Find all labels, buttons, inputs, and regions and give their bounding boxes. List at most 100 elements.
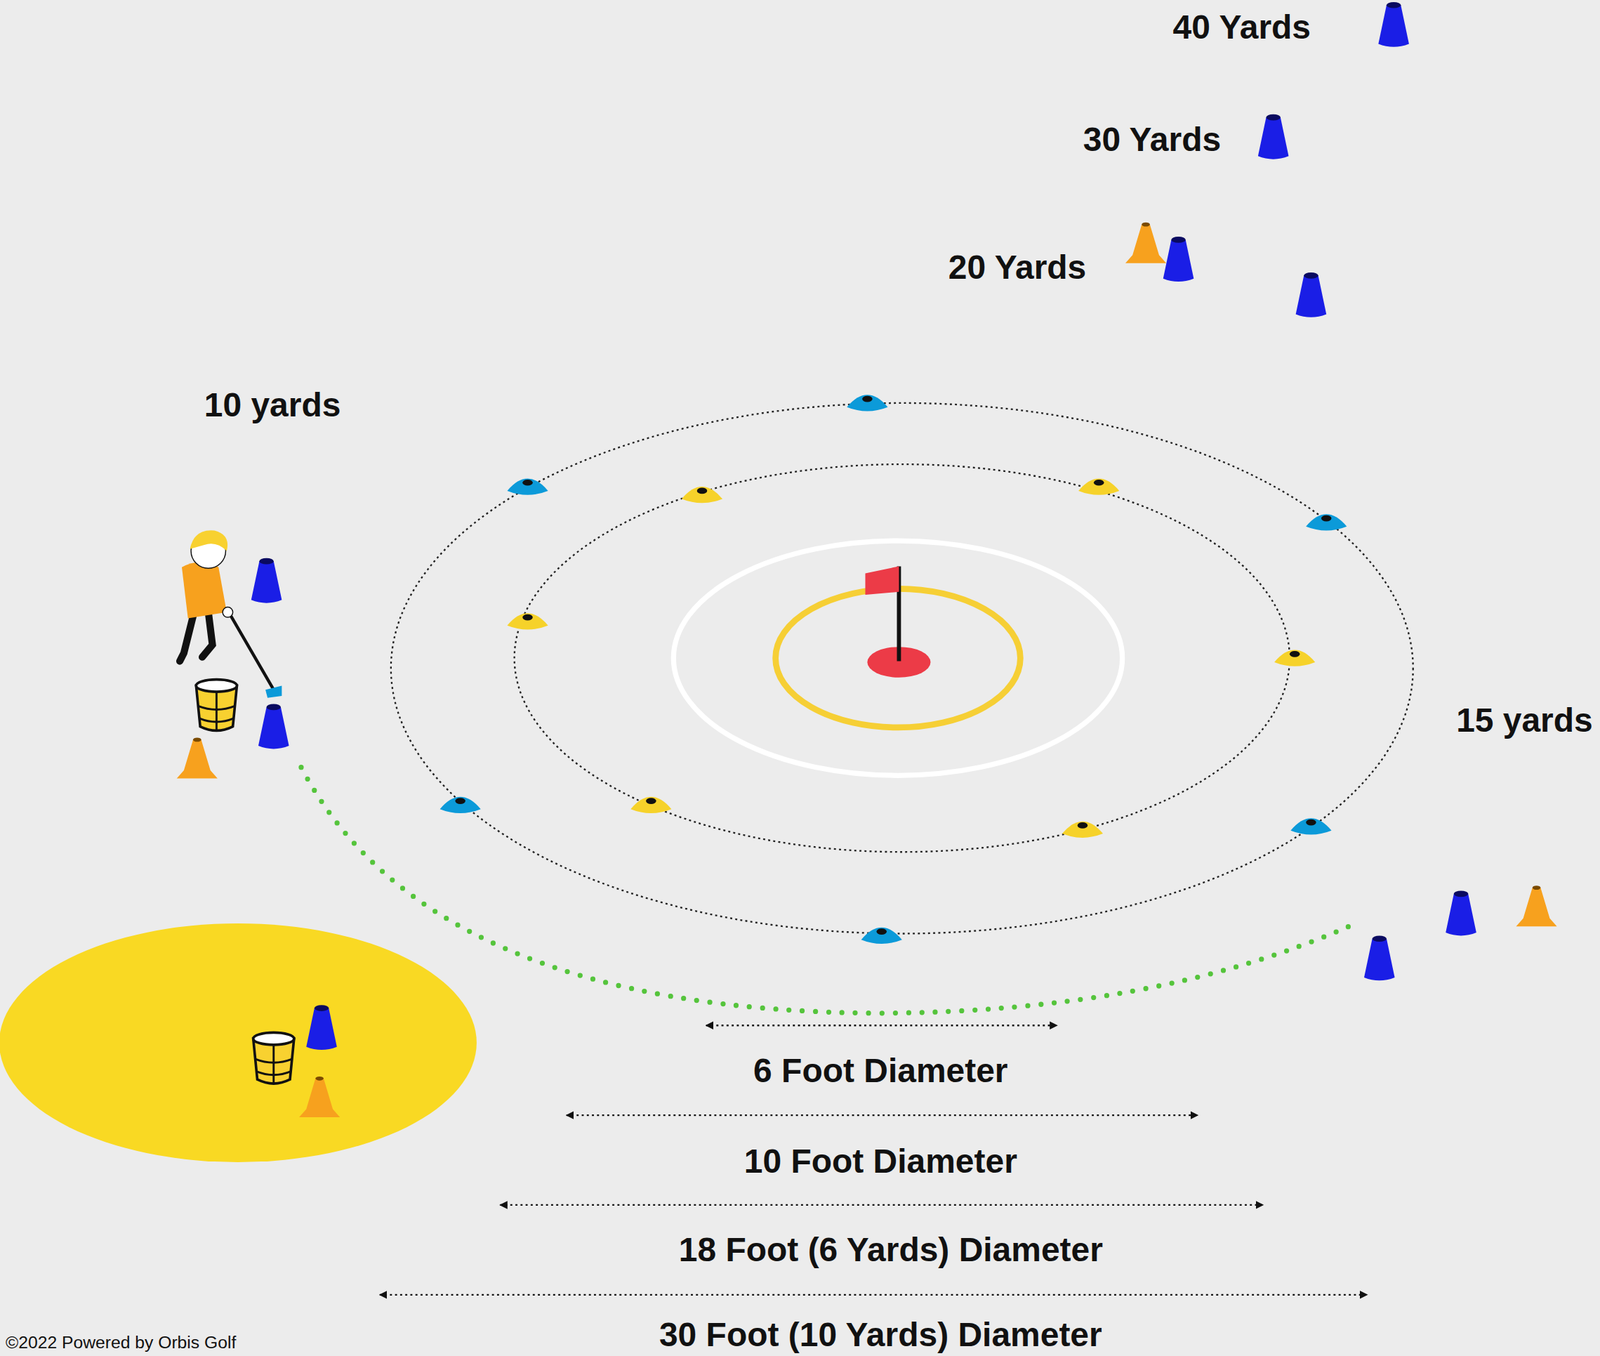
dimension-line bbox=[566, 1114, 1198, 1116]
shape-part bbox=[199, 718, 234, 722]
shape-part bbox=[1258, 117, 1289, 160]
tall-cone bbox=[1364, 935, 1395, 981]
baskets bbox=[195, 679, 294, 1084]
tall-cone bbox=[258, 704, 290, 750]
disc-marker bbox=[1062, 821, 1103, 838]
distance-label: 15 yards bbox=[1456, 702, 1593, 740]
shape-part bbox=[506, 612, 548, 630]
shape-part bbox=[1386, 2, 1401, 9]
shape-part bbox=[522, 614, 533, 621]
shape-part bbox=[193, 737, 202, 742]
shape-part bbox=[1303, 272, 1318, 279]
practice-zone bbox=[0, 923, 477, 1162]
orange-cone bbox=[1515, 885, 1557, 927]
ring-18ft bbox=[514, 464, 1290, 852]
disc-marker bbox=[630, 796, 672, 813]
disc-marker bbox=[681, 486, 723, 503]
shape-part bbox=[862, 395, 873, 403]
dimension-label: 6 Foot Diameter bbox=[753, 1051, 1008, 1089]
shape-part bbox=[1453, 890, 1469, 897]
shape-part bbox=[1364, 938, 1395, 981]
shape-part bbox=[315, 1076, 324, 1081]
tall-cone bbox=[1163, 236, 1195, 282]
shape-part bbox=[1078, 478, 1120, 495]
footer-credit: ©2022 Powered by Orbis Golf bbox=[5, 1332, 236, 1352]
dimension-line bbox=[379, 1293, 1367, 1296]
shape-part bbox=[506, 478, 548, 495]
shape-part bbox=[197, 705, 235, 710]
shape-part bbox=[258, 706, 290, 750]
distance-label: 30 Yards bbox=[1083, 121, 1221, 159]
shape-part bbox=[440, 796, 481, 813]
shape-part bbox=[251, 560, 283, 604]
shape-part bbox=[272, 1044, 275, 1084]
ball-basket bbox=[195, 679, 237, 731]
shape-part bbox=[1141, 222, 1150, 227]
disc-marker bbox=[440, 796, 481, 813]
disc-marker bbox=[1274, 650, 1315, 667]
ball-path bbox=[301, 767, 1349, 1014]
tall-cone bbox=[1258, 114, 1289, 160]
shape-part bbox=[195, 679, 237, 692]
shape-part bbox=[1077, 822, 1089, 829]
shape-part bbox=[1378, 4, 1410, 48]
ring-30ft bbox=[391, 402, 1414, 934]
dimension-label: 18 Foot (6 Yards) Diameter bbox=[678, 1231, 1103, 1269]
disc-marker bbox=[846, 394, 888, 411]
tall-cone bbox=[251, 558, 283, 604]
disc-marker bbox=[506, 612, 548, 630]
shape-part bbox=[522, 479, 533, 486]
disc-marker bbox=[1305, 513, 1347, 531]
distance-label: 20 Yards bbox=[948, 248, 1087, 286]
shape-part bbox=[215, 691, 218, 731]
ring-10ft bbox=[673, 540, 1122, 776]
tall-cone bbox=[1378, 2, 1410, 48]
orange-cone bbox=[176, 737, 218, 778]
distance-label: 10 yards bbox=[204, 386, 342, 425]
shape-part bbox=[255, 1058, 293, 1063]
shape-part bbox=[1093, 479, 1105, 486]
shape-part bbox=[1305, 513, 1347, 531]
shape-part bbox=[846, 394, 888, 411]
orange-cone bbox=[299, 1076, 340, 1117]
shape-part bbox=[697, 487, 708, 495]
tall-cone bbox=[1296, 272, 1327, 318]
shape-part bbox=[176, 739, 218, 778]
shape-part bbox=[454, 797, 466, 804]
shape-part bbox=[1290, 817, 1332, 835]
shape-part bbox=[1372, 935, 1387, 942]
shape-part bbox=[1515, 887, 1557, 927]
shape-part bbox=[1125, 224, 1167, 264]
shape-part bbox=[253, 1038, 295, 1084]
shape-part bbox=[1445, 893, 1477, 936]
dimension-label: 30 Foot (10 Yards) Diameter bbox=[659, 1315, 1103, 1353]
dimension-label: 10 Foot Diameter bbox=[744, 1142, 1018, 1181]
shape-part bbox=[256, 1071, 291, 1075]
disc-marker bbox=[1078, 478, 1120, 495]
disc-marker bbox=[1290, 817, 1332, 835]
ball-basket bbox=[253, 1032, 295, 1084]
shape-part bbox=[681, 486, 723, 503]
cones bbox=[176, 2, 1558, 1117]
shape-part bbox=[630, 796, 672, 813]
shape-part bbox=[1274, 650, 1315, 667]
shape-part bbox=[1321, 515, 1332, 522]
shape-part bbox=[1289, 650, 1301, 658]
orange-cone bbox=[1125, 222, 1167, 264]
dimension-line bbox=[706, 1024, 1058, 1026]
tall-cone bbox=[1445, 890, 1477, 936]
shape-part bbox=[299, 1078, 340, 1117]
shape-part bbox=[314, 1004, 329, 1011]
shape-part bbox=[645, 797, 657, 804]
shape-part bbox=[1296, 275, 1327, 318]
shape-part bbox=[1062, 821, 1103, 838]
shape-part bbox=[1163, 239, 1195, 282]
golfer bbox=[179, 530, 282, 698]
shape-part bbox=[195, 685, 237, 731]
disc-marker bbox=[506, 478, 548, 495]
shape-part bbox=[876, 928, 887, 935]
flag bbox=[864, 565, 899, 595]
shape-part bbox=[253, 1032, 295, 1044]
shape-part bbox=[266, 704, 281, 711]
